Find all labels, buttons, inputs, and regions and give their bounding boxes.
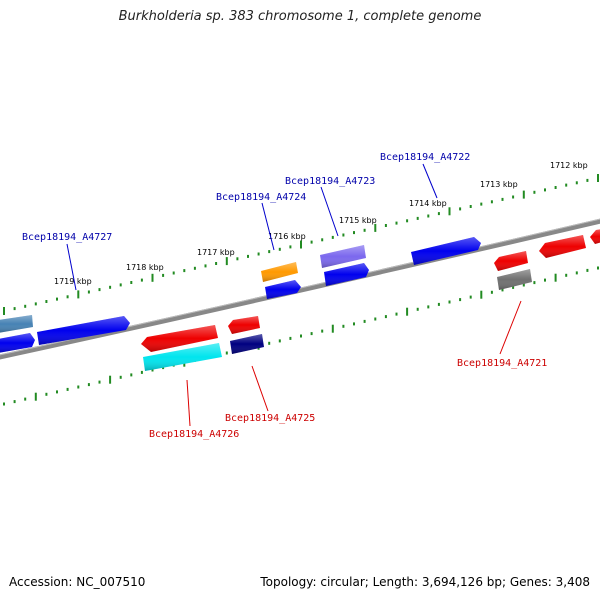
accession-text: Accession: NC_007510 bbox=[9, 575, 146, 589]
kbp-label-1712: 1712 kbp bbox=[550, 161, 588, 170]
leader-line-A4722 bbox=[422, 163, 438, 199]
kbp-label-1717: 1717 kbp bbox=[197, 248, 235, 257]
gene-arrow-A4725[interactable] bbox=[230, 334, 264, 354]
kbp-label-1719: 1719 kbp bbox=[54, 277, 92, 286]
leader-line-A4725 bbox=[251, 365, 269, 412]
kbp-label-1715: 1715 kbp bbox=[339, 216, 377, 225]
topology-text: Topology: circular; Length: 3,694,126 bp… bbox=[260, 575, 590, 589]
leader-line-A4723 bbox=[320, 186, 339, 237]
gene-label-A4723[interactable]: Bcep18194_A4723 bbox=[285, 176, 375, 187]
kbp-label-1718: 1718 kbp bbox=[126, 263, 164, 272]
gene-label-A4724[interactable]: Bcep18194_A4724 bbox=[216, 192, 306, 203]
gene-label-A4721[interactable]: Bcep18194_A4721 bbox=[457, 358, 547, 369]
leader-line-A4724 bbox=[261, 202, 275, 251]
gene-arrow-A4723[interactable] bbox=[320, 245, 366, 268]
gene-label-A4722[interactable]: Bcep18194_A4722 bbox=[380, 152, 470, 163]
leader-line-A4727 bbox=[66, 243, 77, 291]
gene-arrow-A4727[interactable] bbox=[37, 316, 130, 345]
kbp-label-1714: 1714 kbp bbox=[409, 199, 447, 208]
gene-arrow-A4724[interactable] bbox=[265, 280, 301, 299]
leader-line-A4726 bbox=[186, 379, 191, 427]
map-title: Burkholderia sp. 383 chromosome 1, compl… bbox=[118, 9, 482, 24]
kbp-label-1716: 1716 kbp bbox=[268, 232, 306, 241]
gene-arrow-A4726[interactable] bbox=[141, 325, 218, 352]
gene-arrow-A4721[interactable] bbox=[497, 269, 532, 290]
gene-arrow-A4724-orange[interactable] bbox=[261, 262, 298, 282]
gene-arrow-A4727-left[interactable] bbox=[0, 333, 35, 353]
upper-tick-track bbox=[3, 174, 599, 315]
gene-arrow-A4721-red[interactable] bbox=[494, 251, 528, 271]
gene-label-A4726[interactable]: Bcep18194_A4726 bbox=[149, 429, 239, 440]
gene-arrow-A4719[interactable] bbox=[590, 229, 600, 244]
gene-arrow-A4722[interactable] bbox=[411, 237, 481, 265]
gene-arrow-A4723-b[interactable] bbox=[324, 263, 369, 286]
gene-label-A4727[interactable]: Bcep18194_A4727 bbox=[22, 232, 112, 243]
gene-label-A4725[interactable]: Bcep18194_A4725 bbox=[225, 413, 315, 424]
gene-arrow-steel[interactable] bbox=[0, 315, 33, 333]
gene-arrow-A4725-red[interactable] bbox=[228, 316, 260, 334]
leader-line-A4721 bbox=[499, 300, 522, 355]
kbp-label-1713: 1713 kbp bbox=[480, 180, 518, 189]
gene-arrow-A4720[interactable] bbox=[539, 235, 586, 258]
gene-arrow-A4726-cyan[interactable] bbox=[143, 343, 222, 371]
